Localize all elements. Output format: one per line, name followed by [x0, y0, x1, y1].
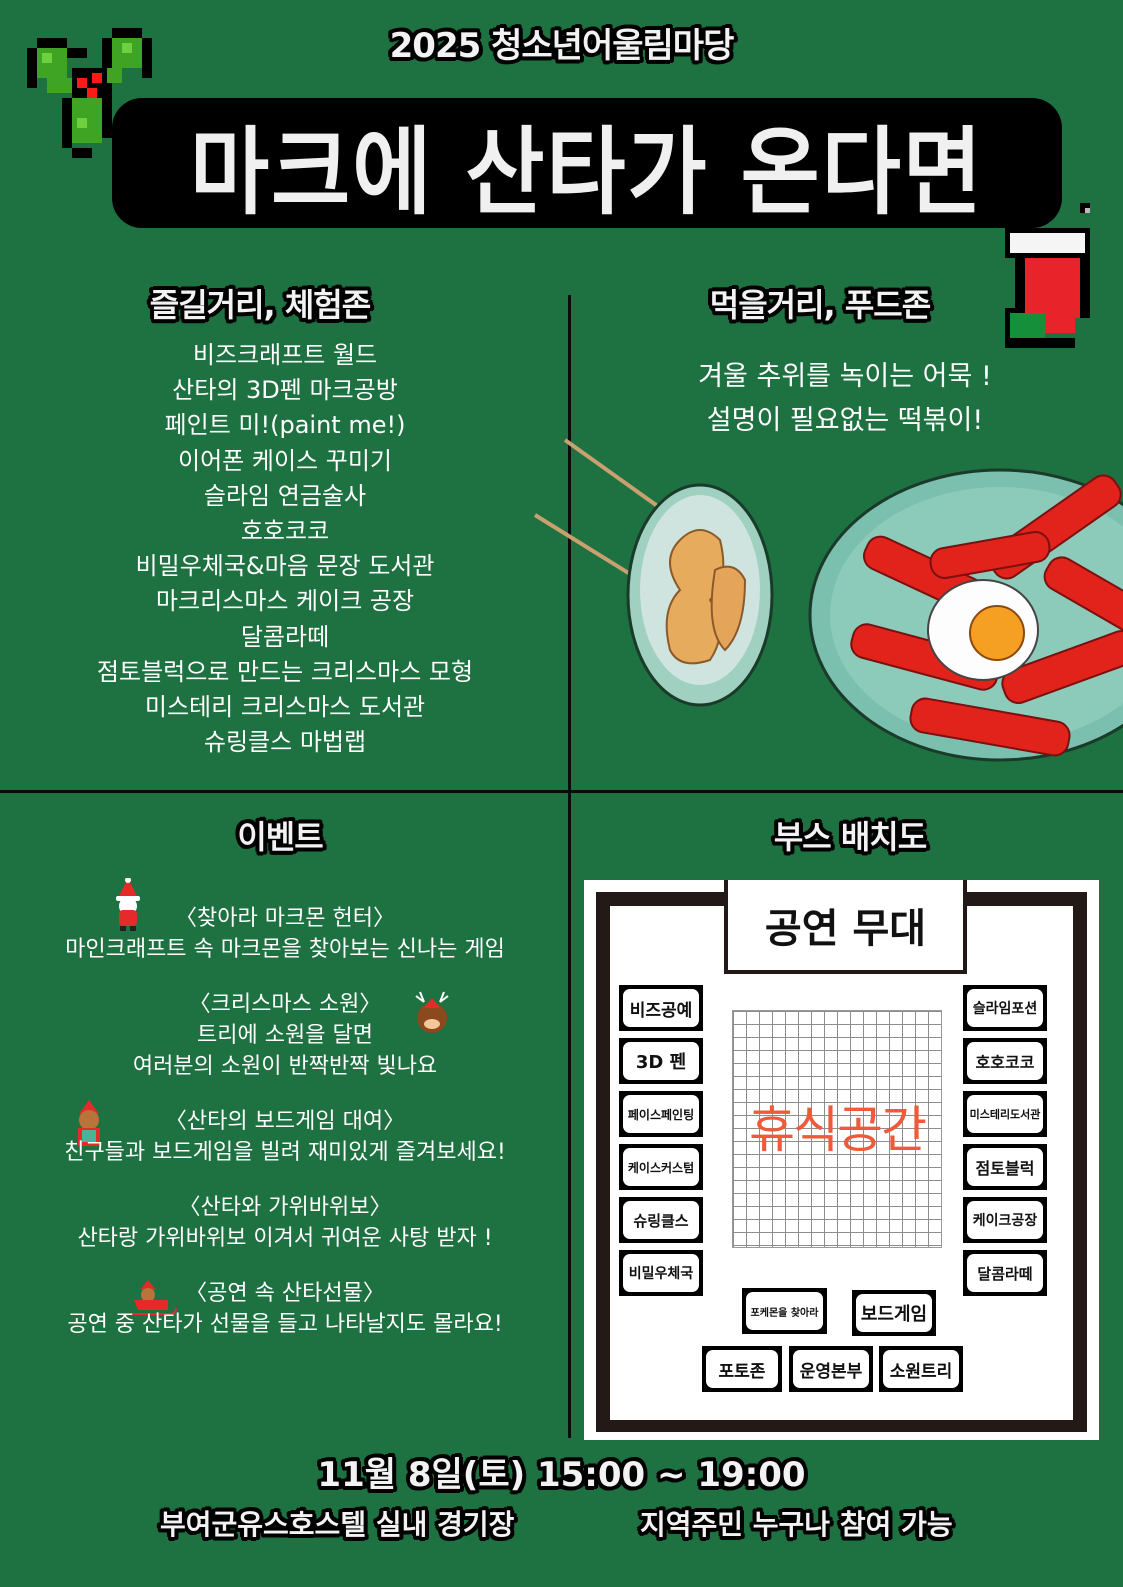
- booth-map-heading: 부스 배치도: [773, 818, 927, 856]
- booth-clay-block: 점토블럭: [963, 1144, 1047, 1190]
- list-item: 점토블럭으로 만드는 크리스마스 모형: [96, 657, 474, 686]
- booth-beads: 비즈공예: [619, 985, 703, 1031]
- food-zone-heading: 먹을거리, 푸드존: [709, 286, 931, 324]
- event-desc: 마인크래프트 속 마크몬을 찾아보는 신나는 게임: [65, 937, 505, 962]
- list-item: 호호코코: [240, 517, 330, 546]
- santa-icon: [116, 878, 140, 931]
- event-eligibility: 지역주민 누구나 참여 가능: [640, 1508, 953, 1541]
- stocking-icon: [1005, 203, 1090, 348]
- booth-case-custom: 케이스커스텀: [619, 1144, 703, 1190]
- booth-headquarters: 운영본부: [789, 1346, 873, 1392]
- booth-sweet-latte: 달콤라떼: [963, 1250, 1047, 1296]
- booth-map: 공연 무대 휴식공간 비즈공예 3D 펜 페이스페인팅 케이스커스텀 슈링클스 …: [584, 880, 1099, 1440]
- list-item: 이어폰 케이스 꾸미기: [178, 446, 392, 475]
- list-item: 달콤라떼: [240, 622, 330, 651]
- experience-zone-heading: 즐길거리, 체험존: [149, 286, 371, 324]
- booth-3d-pen: 3D 펜: [619, 1038, 703, 1084]
- event-desc: 트리에 소원을 달면: [197, 1023, 373, 1048]
- list-item: 비즈크래프트 월드: [192, 341, 378, 369]
- map-wall-right: [1073, 892, 1087, 1432]
- booth-photo-zone: 포토존: [702, 1346, 782, 1392]
- event-location: 부여군유스호스텔 실내 경기장: [160, 1508, 515, 1541]
- food-line-fishcake: 겨울 추위를 녹이는 어묵 !: [698, 361, 992, 392]
- event-title: 〈크리스마스 소원〉: [188, 992, 382, 1017]
- event-item: 〈산타와 가위바위보〉 산타랑 가위바위보 이겨서 귀여운 사탕 받자 !: [0, 1192, 570, 1254]
- list-item: 슈링클스 마법랩: [203, 728, 367, 757]
- horizontal-divider: [0, 790, 1123, 793]
- map-wall-left: [596, 892, 610, 1432]
- booth-find-pokemon: 포케몬을 찾아라: [742, 1288, 827, 1334]
- vertical-divider: [568, 295, 571, 1438]
- booth-board-game: 보드게임: [852, 1290, 936, 1336]
- event-item: 〈산타의 보드게임 대여〉 친구들과 보드게임을 빌려 재미있게 즐겨보세요!: [0, 1106, 570, 1168]
- booth-shrinkles: 슈링클스: [619, 1197, 703, 1243]
- food-line-tteokbokki: 설명이 필요없는 떡볶이!: [706, 405, 984, 436]
- list-item: 슬라임 연금술사: [203, 481, 367, 510]
- event-title: 〈공연 속 산타선물〉: [185, 1281, 385, 1306]
- holly-icon: [27, 28, 152, 158]
- list-item: 미스테리 크리스마스 도서관: [144, 693, 426, 722]
- rest-area-grid: [732, 1010, 942, 1248]
- booth-face-painting: 페이스페인팅: [619, 1091, 703, 1137]
- list-item: 산타의 3D펜 마크공방: [172, 376, 398, 405]
- title-banner: 마크에 산타가 온다면: [112, 98, 1062, 228]
- page-title: 마크에 산타가 온다면: [130, 111, 1044, 227]
- reindeer-gift-icon: [78, 1100, 100, 1146]
- event-item: 〈크리스마스 소원〉 트리에 소원을 달면 여러분의 소원이 반짝반짝 빛나요: [0, 989, 570, 1082]
- event-title: 〈찾아라 마크몬 헌터〉: [175, 906, 395, 931]
- event-desc: 공연 중 산타가 선물을 들고 나타날지도 몰라요!: [67, 1312, 503, 1337]
- event-item: 〈공연 속 산타선물〉 공연 중 산타가 선물을 들고 나타날지도 몰라요!: [0, 1278, 570, 1340]
- booth-cake-factory: 케이크공장: [963, 1197, 1047, 1243]
- reindeer-icon: [415, 991, 449, 1033]
- list-item: 페인트 미!(paint me!): [164, 411, 406, 440]
- food-illustration: [533, 438, 1123, 762]
- booth-mystery-library: 미스테리도서관: [963, 1091, 1047, 1137]
- event-desc: 산타랑 가위바위보 이겨서 귀여운 사탕 받자 !: [77, 1226, 493, 1251]
- event-datetime: 11월 8일(토) 15:00 ~ 19:00: [317, 1455, 806, 1495]
- rest-area-label: 휴식공간: [749, 1101, 927, 1159]
- sleigh-icon: [130, 1280, 177, 1315]
- events-heading: 이벤트: [237, 818, 323, 856]
- booth-wish-tree: 소원트리: [879, 1346, 963, 1392]
- map-wall-bottom: [596, 1420, 1087, 1432]
- event-item: 〈찾아라 마크몬 헌터〉 마인크래프트 속 마크몬을 찾아보는 신나는 게임: [0, 903, 570, 965]
- stage-area: 공연 무대: [724, 880, 967, 974]
- event-subtitle: 2025 청소년어울림마당: [389, 26, 735, 66]
- map-wall-top-left: [596, 892, 724, 906]
- food-zone-text: 겨울 추위를 녹이는 어묵 ! 설명이 필요없는 떡볶이!: [580, 355, 1110, 443]
- experience-zone-list: 비즈크래프트 월드 산타의 3D펜 마크공방 페인트 미!(paint me!)…: [40, 338, 530, 760]
- event-desc: 여러분의 소원이 반짝반짝 빛나요: [132, 1054, 438, 1079]
- booth-slime-potion: 슬라임포션: [963, 985, 1047, 1031]
- event-title: 〈산타의 보드게임 대여〉: [164, 1109, 406, 1134]
- event-desc: 친구들과 보드게임을 빌려 재미있게 즐겨보세요!: [64, 1140, 506, 1165]
- event-title: 〈산타와 가위바위보〉: [178, 1195, 392, 1220]
- map-wall-top-right: [964, 892, 1087, 906]
- events-list: 〈찾아라 마크몬 헌터〉 마인크래프트 속 마크몬을 찾아보는 신나는 게임 〈…: [0, 903, 570, 1364]
- list-item: 비밀우체국&마음 문장 도서관: [135, 552, 435, 581]
- list-item: 마크리스마스 케이크 공장: [155, 587, 415, 616]
- booth-hohococo: 호호코코: [963, 1038, 1047, 1084]
- booth-secret-post: 비밀우체국: [619, 1250, 703, 1296]
